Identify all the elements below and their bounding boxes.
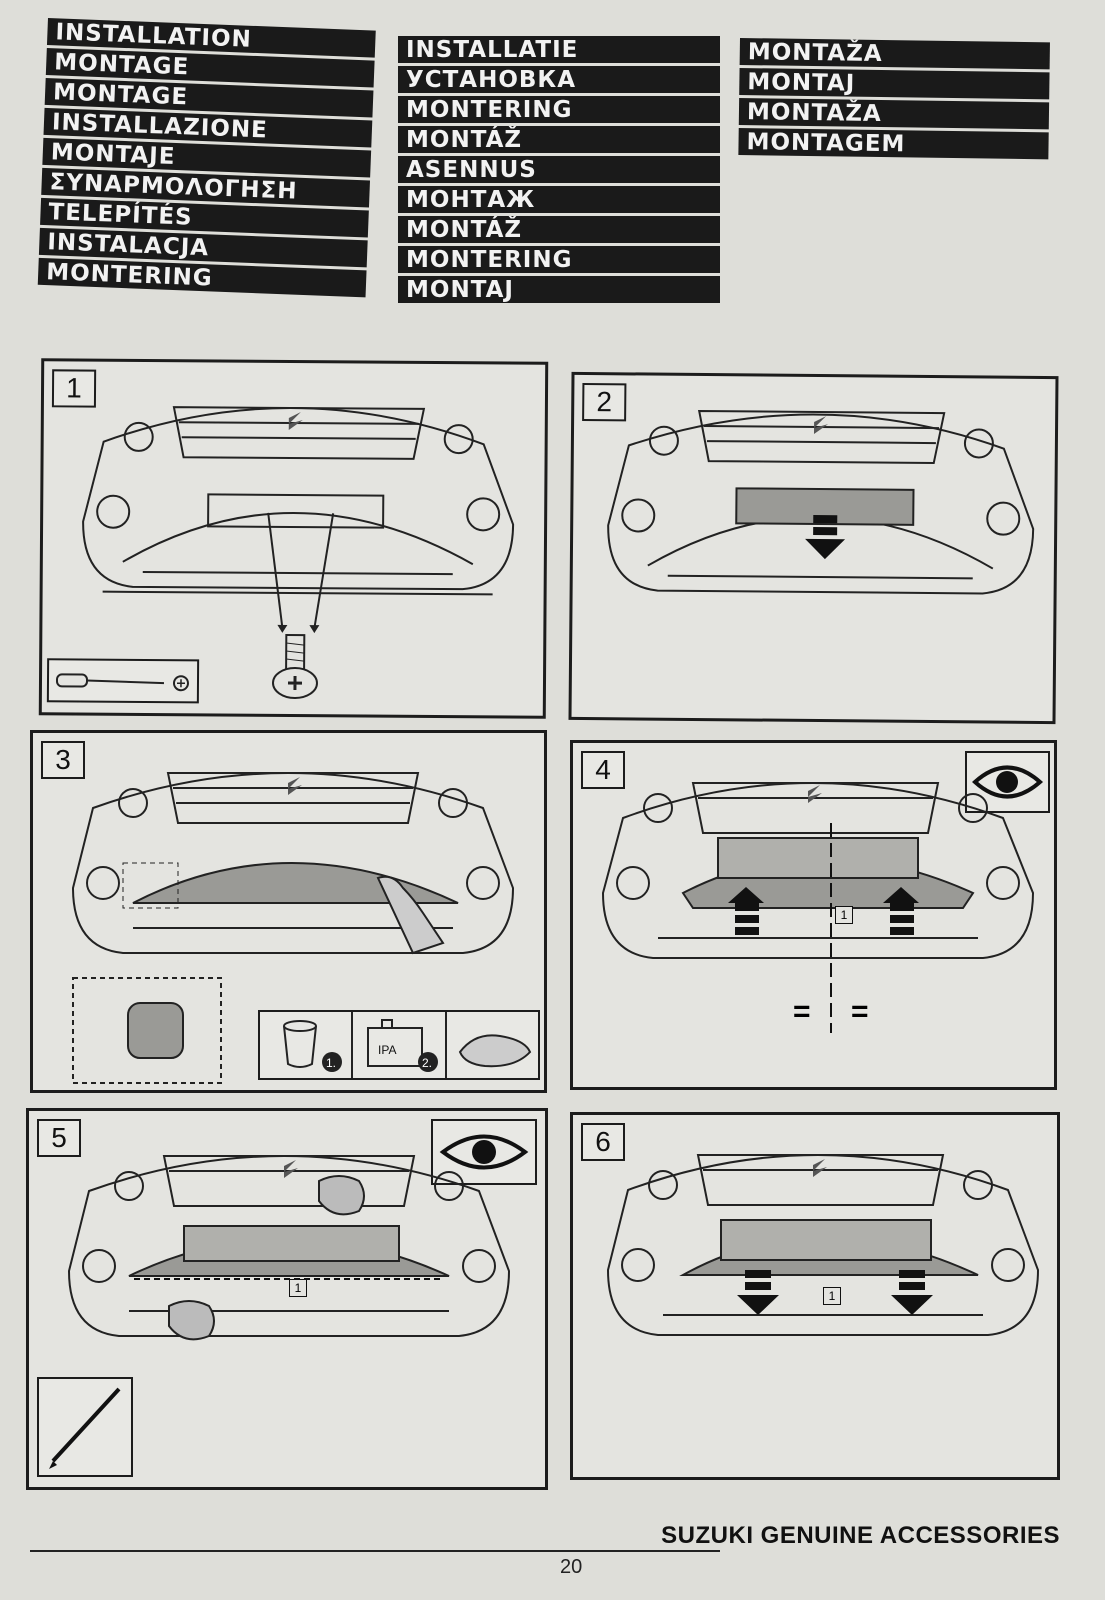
heading-label: MONTAJ xyxy=(739,67,1050,100)
step-panel-6: 6 1 xyxy=(570,1112,1060,1480)
heading-label: MONTERING xyxy=(398,96,720,123)
step-number-4: 4 xyxy=(581,751,625,789)
screwdriver-icon xyxy=(55,673,189,692)
heading-label: ASENNUS xyxy=(398,156,720,183)
heading-label: MONTAGEM xyxy=(738,127,1049,160)
step-number-3: 3 xyxy=(41,741,85,779)
pencil-icon xyxy=(37,1377,133,1477)
car-front-illustration xyxy=(67,1155,511,1341)
reference-marker: 1 xyxy=(835,906,853,924)
heading-label: MONTAŽA xyxy=(738,97,1050,130)
page-number: 20 xyxy=(560,1556,583,1578)
car-front-illustration xyxy=(607,409,1035,595)
heading-label: MONTAJ xyxy=(398,276,720,303)
car-front-illustration xyxy=(71,772,515,1084)
ipa-container-icon: IPA 2. xyxy=(367,1019,438,1072)
symmetry-mark-right: = xyxy=(851,995,869,1028)
bucket-icon: 1. xyxy=(283,1020,342,1072)
heading-label: MONTERING xyxy=(398,246,720,273)
footer-rule xyxy=(30,1550,720,1552)
screwdriver-tool-box xyxy=(46,658,200,704)
step-number-6: 6 xyxy=(581,1123,625,1161)
heading-label: МОНТАЖ xyxy=(398,186,720,213)
step-panel-1: 1 xyxy=(38,358,549,719)
eye-icon xyxy=(431,1119,537,1185)
svg-text:IPA: IPA xyxy=(378,1043,396,1057)
heading-label: MONTÁŽ xyxy=(398,126,720,153)
step-number-5: 5 xyxy=(37,1119,81,1157)
heading-label: MONTAŽA xyxy=(739,38,1050,70)
symmetry-mark-left: = xyxy=(793,995,811,1028)
heading-label: INSTALLATIE xyxy=(398,36,720,63)
reference-marker: 1 xyxy=(823,1287,841,1305)
reference-marker: 1 xyxy=(289,1279,307,1297)
svg-text:2.: 2. xyxy=(422,1056,432,1070)
step-panel-3: 3 1. xyxy=(30,730,547,1093)
heading-label: MONTÁŽ xyxy=(398,216,720,243)
cleaning-tools-box: 1. IPA 2. xyxy=(258,1010,540,1080)
heading-column-2: INSTALLATIE УСТАНОВКА MONTERING MONTÁŽ ASENN… xyxy=(398,36,720,306)
eye-icon xyxy=(965,751,1050,813)
step-panel-5: 5 1 xyxy=(26,1108,548,1490)
phillips-screw-icon xyxy=(270,633,320,701)
footer-brand: SUZUKI GENUINE ACCESSORIES xyxy=(661,1522,1060,1549)
cloth-icon xyxy=(458,1034,532,1068)
heading-label: УСТАНОВКА xyxy=(398,66,720,93)
car-front-illustration xyxy=(606,1154,1040,1336)
step-panel-2: 2 xyxy=(568,371,1059,725)
car-front-illustration xyxy=(601,782,1035,1033)
svg-text:1.: 1. xyxy=(326,1056,336,1070)
car-front-illustration xyxy=(82,406,515,634)
step-panel-4: 4 1 = = xyxy=(570,740,1057,1090)
